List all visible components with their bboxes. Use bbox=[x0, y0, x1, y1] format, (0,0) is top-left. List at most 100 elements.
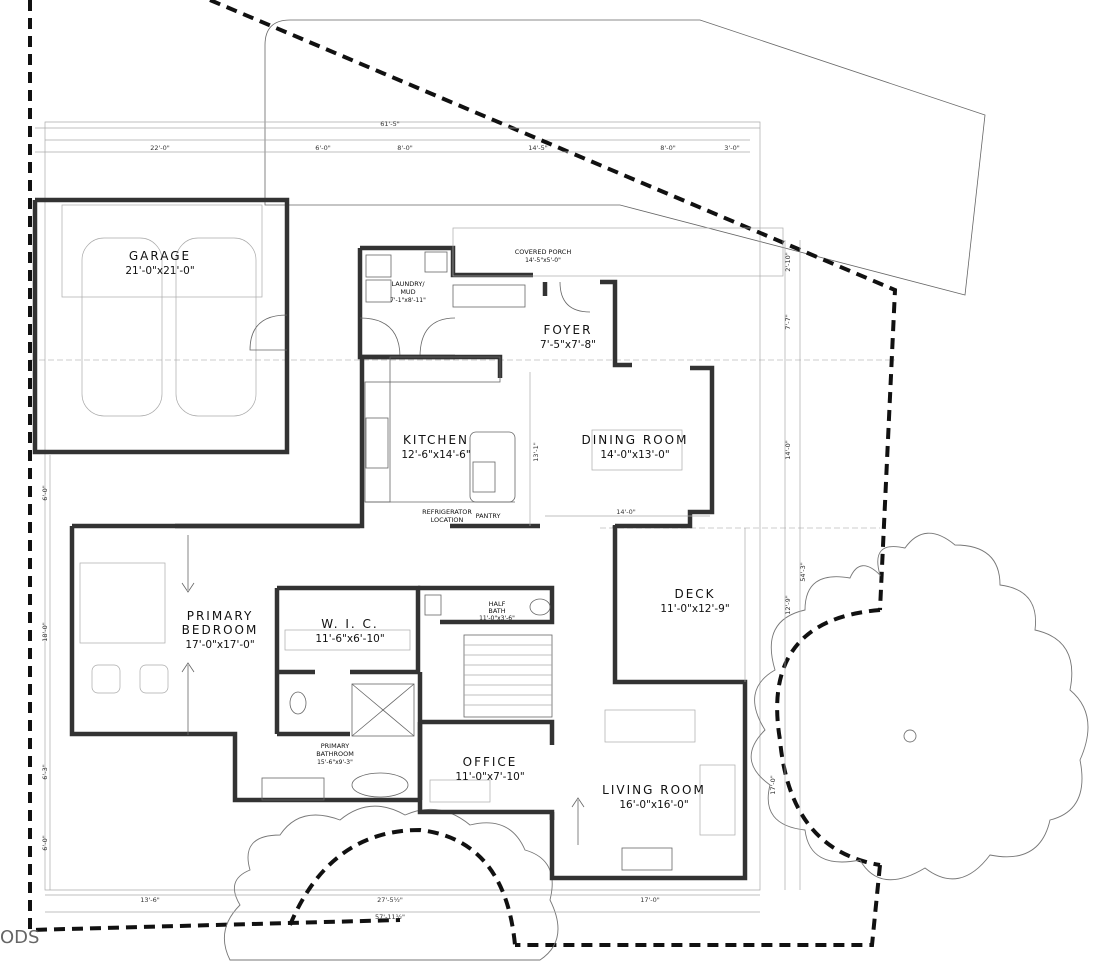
garage-door-swing bbox=[249, 314, 288, 351]
dining-dimensions: 14'-0"x13'-0" bbox=[600, 449, 669, 461]
half-bath-walls bbox=[418, 585, 555, 625]
living-dimensions: 16'-0"x16'-0" bbox=[619, 799, 688, 811]
refrigerator-label-1: REFRIGERATOR bbox=[422, 508, 472, 516]
primary-bedroom-walls bbox=[69, 523, 420, 803]
mud-bench bbox=[452, 284, 526, 308]
foyer-label: FOYER bbox=[544, 323, 593, 337]
dining-table bbox=[591, 429, 683, 471]
sofa bbox=[604, 709, 696, 743]
laundry-sink bbox=[424, 251, 448, 273]
kitchen-island bbox=[469, 431, 516, 503]
primary-bedroom-label-1: PRIMARY bbox=[187, 609, 254, 623]
deck-dimensions: 11'-0"x12'-9" bbox=[660, 603, 729, 615]
dim-right-7-7: 7'-7" bbox=[784, 314, 792, 329]
dining-label: DINING ROOM bbox=[582, 433, 689, 447]
wic-walls bbox=[274, 585, 421, 734]
office-desk bbox=[429, 779, 491, 803]
tree-canopy-bottom bbox=[223, 805, 559, 961]
laundry-door-swing bbox=[359, 317, 401, 358]
fireplace bbox=[621, 847, 673, 871]
adjacent-parcel-outline bbox=[264, 19, 986, 296]
garage-dimensions: 21'-0"x21'-0" bbox=[125, 265, 194, 277]
mud-door-swing bbox=[419, 317, 456, 358]
dim-left-18: 18'-0" bbox=[41, 622, 49, 642]
dim-left-6b: 6'-0" bbox=[41, 835, 49, 850]
dining-walls bbox=[612, 365, 715, 529]
setback-line bbox=[44, 121, 761, 891]
dim-top-6: 6'-0" bbox=[315, 144, 330, 152]
office-label: OFFICE bbox=[463, 755, 518, 769]
tree-canopy-right bbox=[750, 532, 1089, 881]
half-bath-dimensions: 11'-0"x3'-6" bbox=[479, 615, 515, 622]
dim-overall-top: 61'-5" bbox=[380, 120, 400, 128]
covered-porch-dimensions: 14'-5"x5'-0" bbox=[525, 257, 561, 264]
garage-walls bbox=[32, 197, 290, 455]
dim-top-3: 3'-0" bbox=[724, 144, 739, 152]
laundry-walls bbox=[357, 245, 533, 360]
half-bath-label-2: BATH bbox=[488, 607, 505, 615]
primary-bedroom-dimensions: 17'-0"x17'-0" bbox=[185, 639, 254, 651]
wic-label: W. I. C. bbox=[321, 617, 378, 631]
armchair-2 bbox=[139, 664, 169, 694]
dimension-lines bbox=[35, 127, 801, 913]
kitchen-dimensions: 12'-6"x14'-6" bbox=[401, 449, 470, 461]
dim-right-54-3: 54'-3" bbox=[799, 562, 807, 582]
front-door-swing bbox=[559, 281, 591, 313]
kitchen-counter-top bbox=[389, 356, 501, 383]
deck-label: DECK bbox=[674, 587, 715, 601]
car-left bbox=[81, 237, 163, 417]
dim-right-12-9: 12'-9" bbox=[784, 595, 792, 615]
dim-right-17: 17'-0" bbox=[769, 775, 777, 795]
dim-top-22: 22'-0" bbox=[150, 144, 170, 152]
stair-treads bbox=[464, 644, 552, 706]
property-line-tree-curve bbox=[775, 608, 881, 867]
covered-porch-outline bbox=[452, 227, 784, 277]
laundry-label-2: MUD bbox=[400, 288, 415, 296]
dim-top-8a: 8'-0" bbox=[397, 144, 412, 152]
ods-logo: ODS bbox=[0, 927, 39, 948]
dim-bottom-57-11: 57'-11½" bbox=[375, 913, 405, 921]
half-bath-label-1: HALF bbox=[489, 600, 506, 608]
bedroom-arrow-2 bbox=[181, 662, 195, 735]
dim-left-6-3: 6'-3" bbox=[41, 764, 49, 779]
dim-kitchen-13-1: 13'-1" bbox=[532, 442, 540, 462]
property-line bbox=[28, 0, 898, 947]
primary-bedroom-label-2: BEDROOM bbox=[182, 623, 259, 637]
dim-top-14-5: 14'-5" bbox=[528, 144, 548, 152]
tree-trunk-right bbox=[903, 729, 917, 743]
toilet-half bbox=[529, 598, 551, 616]
primary-bathroom-dimensions: 15'-6"x9'-3" bbox=[317, 759, 353, 766]
armchair-1 bbox=[91, 664, 121, 694]
foyer-walls bbox=[542, 279, 632, 368]
kitchen-sink bbox=[472, 461, 496, 493]
wic-shelf bbox=[284, 629, 411, 651]
office-dimensions: 11'-0"x7'-10" bbox=[455, 771, 524, 783]
living-label: LIVING ROOM bbox=[602, 783, 706, 797]
dim-bottom-17: 17'-0" bbox=[640, 896, 660, 904]
bedroom-arrow bbox=[181, 535, 195, 593]
vanity-primary bbox=[261, 777, 325, 801]
dim-left-6a: 6'-0" bbox=[41, 485, 49, 500]
half-bath-sink bbox=[424, 594, 442, 616]
wic-dimensions: 11'-6"x6'-10" bbox=[315, 633, 384, 645]
kitchen-counter-left bbox=[364, 381, 391, 503]
bathtub bbox=[351, 772, 409, 798]
kitchen-label: KITCHEN bbox=[403, 433, 469, 447]
dryer bbox=[365, 279, 392, 303]
dim-right-2-10: 2'-10" bbox=[784, 252, 792, 272]
dim-top-8b: 8'-0" bbox=[660, 144, 675, 152]
living-arrow bbox=[571, 797, 585, 845]
dim-dining-14: 14'-0" bbox=[616, 508, 636, 516]
pantry-label: PANTRY bbox=[476, 512, 501, 520]
refrigerator-label-2: LOCATION bbox=[431, 516, 464, 524]
shower bbox=[351, 683, 415, 737]
property-line-tree-curve-bottom bbox=[288, 827, 517, 946]
primary-bathroom-label-1: PRIMARY bbox=[321, 742, 350, 750]
bed bbox=[79, 562, 166, 644]
covered-porch-label: COVERED PORCH bbox=[515, 248, 572, 256]
living-walls bbox=[549, 690, 748, 881]
toilet-primary bbox=[289, 691, 307, 715]
range bbox=[365, 417, 389, 469]
side-chair bbox=[699, 764, 736, 836]
